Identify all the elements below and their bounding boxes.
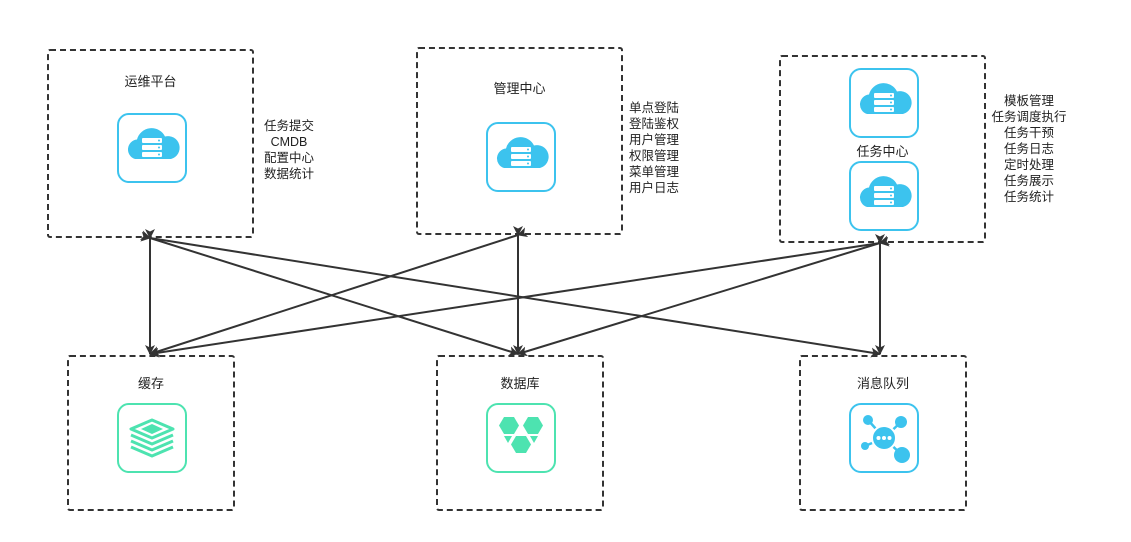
message-hub-icon [849,403,919,473]
feature-item: 用户日志 [629,181,680,195]
node-title: 消息队列 [856,376,909,391]
node-message-queue[interactable]: 消息队列 [799,355,967,511]
node-title: 数据库 [500,376,540,391]
cloud-server-icon [486,122,556,192]
feature-item: 菜单管理 [629,165,680,179]
feature-item: 定时处理 [1003,158,1054,172]
connector-task-db [517,235,891,357]
cloud-server-icon [849,161,919,231]
ops-feature-list: 任务提交 CMDB 配置中心 数据统计 [258,118,320,182]
node-title: 运维平台 [124,74,177,89]
node-database[interactable]: 数据库 [436,355,604,511]
node-cache[interactable]: 缓存 [67,355,235,511]
feature-item: 用户管理 [629,133,680,147]
feature-item: 配置中心 [263,151,314,165]
feature-item: 任务提交 [263,119,314,133]
feature-item: 数据统计 [263,167,314,181]
node-title: 管理中心 [493,81,546,96]
task-feature-list: 模板管理 任务调度执行 任务干预 任务日志 定时处理 任务展示 任务统计 [988,93,1070,205]
feature-item: 任务统计 [1003,190,1054,204]
cloud-server-icon [117,113,187,183]
node-title: 任务中心 [856,144,909,159]
node-management-center[interactable]: 管理中心 [416,47,623,235]
database-hexagon-icon [486,403,556,473]
feature-item: 权限管理 [629,149,680,163]
redis-stack-icon [117,403,187,473]
feature-item: 任务干预 [1003,126,1054,140]
feature-item: 任务调度执行 [991,110,1067,124]
feature-item: 任务日志 [1003,142,1054,156]
node-title: 缓存 [137,376,164,391]
cloud-server-icon [849,68,919,138]
feature-item: 模板管理 [1003,94,1054,108]
node-task-center[interactable]: 任务中心 [779,55,986,243]
feature-item: 任务展示 [1003,174,1054,188]
feature-item: CMDB [270,135,308,149]
management-feature-list: 单点登陆 登陆鉴权 用户管理 权限管理 菜单管理 用户日志 [629,100,685,196]
feature-item: 单点登陆 [629,101,680,115]
node-ops-platform[interactable]: 运维平台 [47,49,254,238]
feature-item: 登陆鉴权 [629,117,680,131]
